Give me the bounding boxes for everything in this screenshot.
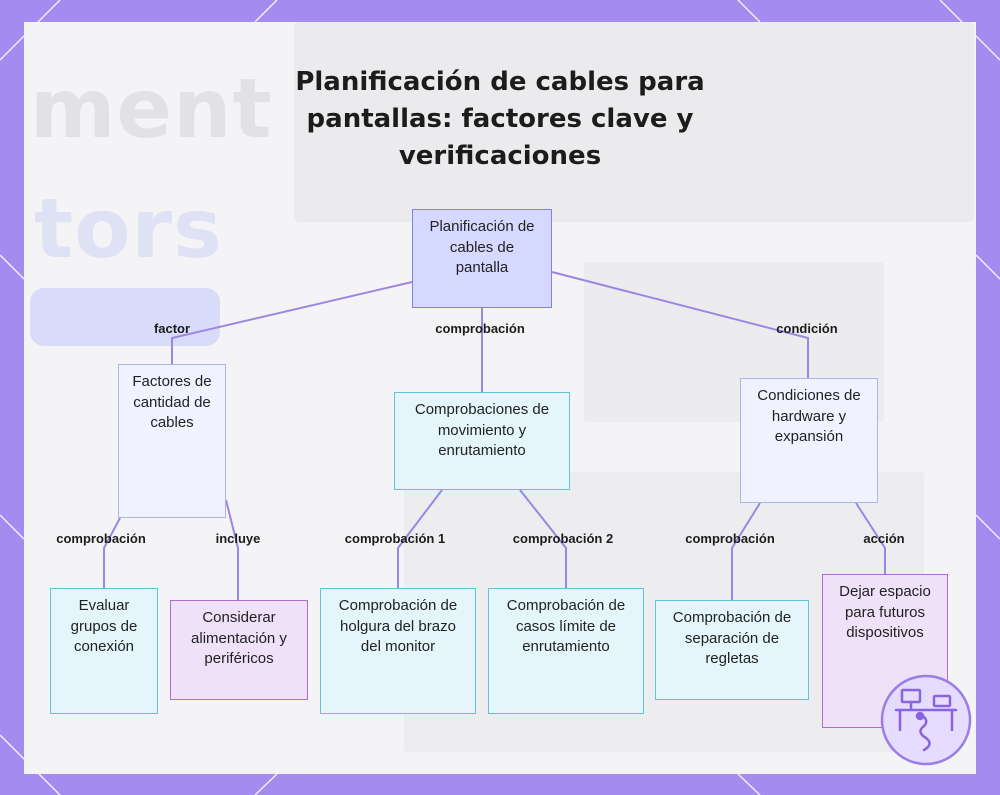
edge-label-comprobacion: comprobación (435, 321, 525, 336)
node-factores-label: Factores de cantidad de cables (132, 373, 212, 431)
node-regletas[interactable]: Comprobación de separación de regletas (655, 600, 809, 700)
node-evaluar-label: Evaluar grupos de conexión (70, 597, 138, 655)
node-factores[interactable]: Factores de cantidad de cables (118, 364, 226, 518)
edge-label-factor: factor (153, 321, 191, 336)
background-text-1: ment (30, 62, 273, 157)
background-shape (294, 22, 974, 222)
edge-factores-considerar (225, 499, 239, 600)
edge-label-accion: acción (863, 531, 905, 546)
node-holgura-label: Comprobación de holgura del brazo del mo… (338, 597, 458, 655)
diagram-title: Planificación de cables para pantallas: … (295, 67, 705, 171)
edge-root-factores (171, 281, 413, 364)
node-evaluar[interactable]: Evaluar grupos de conexión (50, 588, 158, 714)
edge-label-comprobacion-2: comprobación 2 (512, 531, 614, 546)
node-casos[interactable]: Comprobación de casos límite de enrutami… (488, 588, 644, 714)
edge-label-comprobacion-1: comprobación 1 (344, 531, 446, 546)
node-root[interactable]: Planificación de cables de pantalla (412, 209, 552, 308)
edge-condiciones-dejar (855, 502, 886, 574)
edge-root-condiciones (551, 271, 809, 378)
node-condiciones[interactable]: Condiciones de hardware y expansión (740, 378, 878, 503)
node-comprobaciones[interactable]: Comprobaciones de movimiento y enrutamie… (394, 392, 570, 490)
node-comprobaciones-label: Comprobaciones de movimiento y enrutamie… (414, 401, 550, 459)
background-text-2: tors (34, 182, 223, 277)
edge-comprobaciones-casos (519, 489, 567, 588)
node-casos-label: Comprobación de casos límite de enrutami… (506, 597, 626, 655)
edge-label-condicion: condición (776, 321, 838, 336)
node-regletas-label: Comprobación de separación de regletas (672, 609, 792, 667)
node-holgura[interactable]: Comprobación de holgura del brazo del mo… (320, 588, 476, 714)
edge-label-factores-evaluar: comprobación (56, 531, 146, 546)
node-dejar-label: Dejar espacio para futuros dispositivos (839, 583, 931, 641)
edge-label-incluye: incluye (215, 531, 261, 546)
desk-setup-logo-icon (880, 674, 972, 766)
node-condiciones-label: Condiciones de hardware y expansión (757, 387, 861, 445)
edge-label-condiciones-regletas: comprobación (685, 531, 775, 546)
background-pill (30, 288, 220, 346)
node-considerar[interactable]: Considerar alimentación y periféricos (170, 600, 308, 700)
node-considerar-label: Considerar alimentación y periféricos (191, 609, 287, 667)
edge-comprobaciones-holgura (397, 489, 443, 588)
edge-condiciones-regletas (731, 502, 761, 600)
node-root-label: Planificación de cables de pantalla (429, 218, 535, 276)
edge-factores-evaluar (103, 517, 121, 588)
